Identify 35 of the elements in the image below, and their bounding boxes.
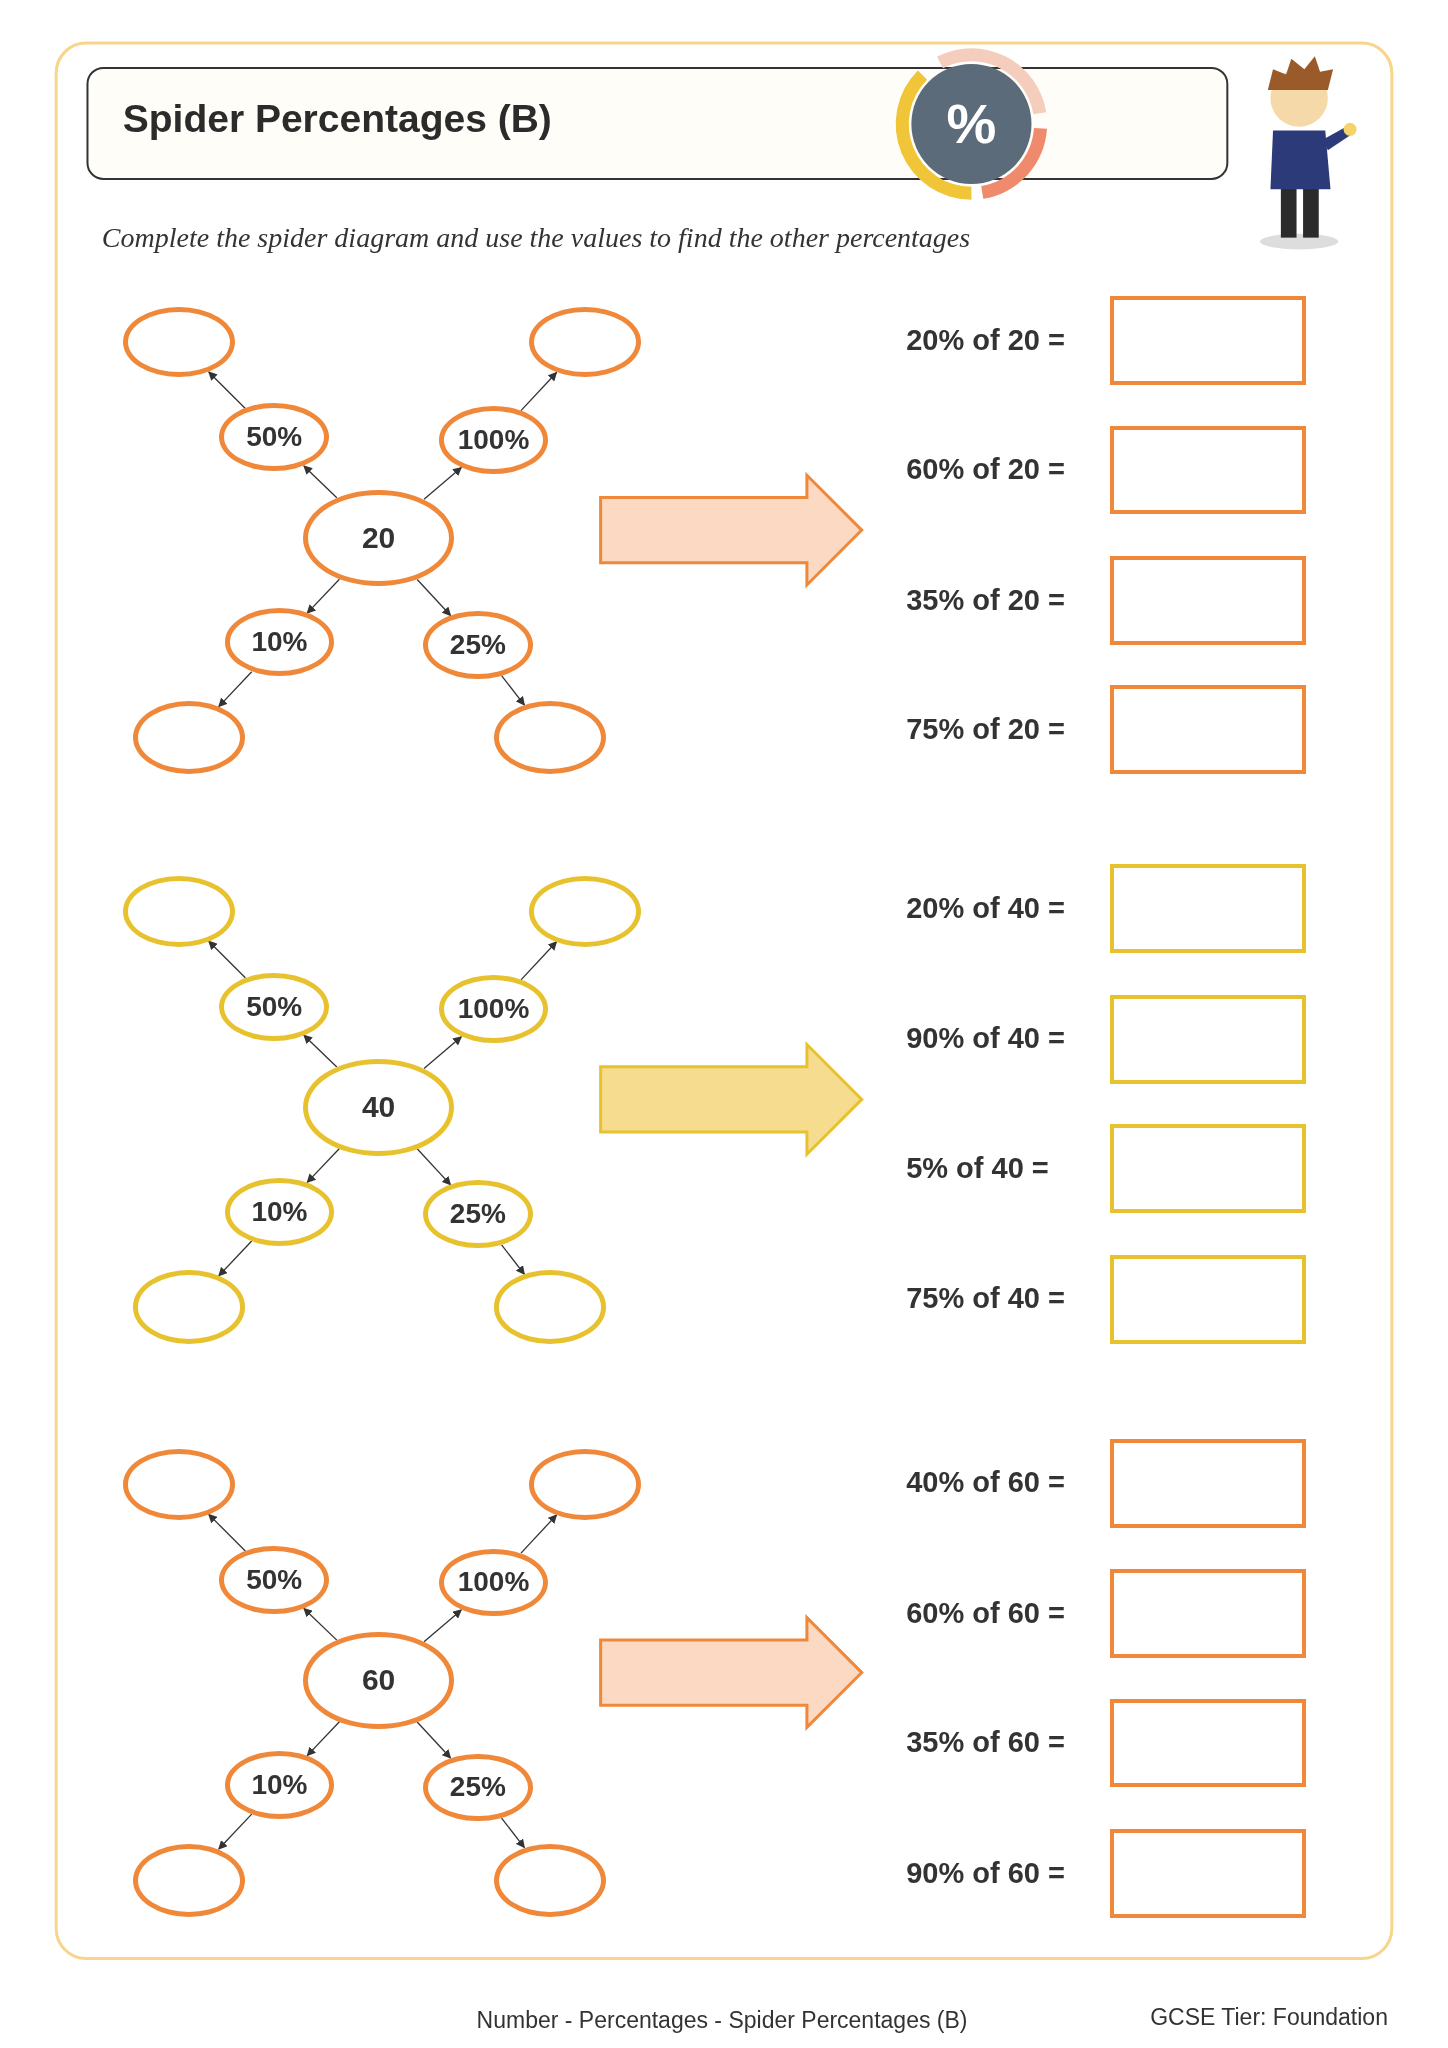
percentage-ellipse: 100%	[438, 975, 549, 1044]
percentage-ellipse: 100%	[438, 406, 549, 474]
question-text: 60% of 60 =	[906, 1596, 1065, 1630]
percentage-ellipse: 10%	[224, 608, 335, 677]
question-text: 75% of 40 =	[906, 1282, 1065, 1316]
footer-tier-text: GCSE Tier: Foundation	[1150, 2004, 1388, 2032]
start-number-ellipse: 40	[302, 1058, 455, 1156]
percentage-ellipse: 10%	[224, 1177, 335, 1246]
arrow	[423, 1609, 462, 1643]
question-text: 75% of 20 =	[906, 712, 1065, 746]
percentage-ellipse: 25%	[423, 1180, 533, 1249]
percentage-ellipse: 25%	[423, 611, 533, 679]
instruction-text: Complete the spider diagram and use the values to find the other percentages	[101, 221, 971, 254]
question-text: 20% of 40 =	[906, 891, 1065, 925]
question-text: 5% of 40 =	[906, 1151, 1049, 1185]
percentage-ellipse: 25%	[423, 1753, 533, 1822]
question-text: 35% of 20 =	[906, 583, 1065, 617]
worksheet-title: Spider Percentages (B)	[122, 96, 552, 141]
percent-sign: %	[945, 91, 998, 158]
percentage-ellipse: 50%	[219, 403, 329, 472]
question-text: 20% of 20 =	[906, 323, 1065, 357]
percentage-ellipse: 100%	[438, 1548, 549, 1617]
arrow	[423, 1036, 462, 1070]
question-text: 40% of 60 =	[906, 1466, 1065, 1500]
percentage-ellipse: 50%	[219, 972, 329, 1041]
start-number-ellipse: 60	[302, 1632, 455, 1729]
arrow	[303, 1034, 338, 1068]
question-text: 35% of 60 =	[906, 1726, 1065, 1760]
footer-text: Number - Percentages - Spider Percentages (B)	[476, 2006, 968, 2033]
percentage-ellipse: 10%	[224, 1750, 335, 1819]
percentage-ellipse: 50%	[219, 1545, 329, 1614]
question-text: 90% of 40 =	[906, 1022, 1065, 1056]
question-text: 90% of 60 =	[906, 1856, 1065, 1890]
start-number-ellipse: 20	[302, 489, 455, 587]
question-text: 60% of 20 =	[906, 453, 1065, 487]
